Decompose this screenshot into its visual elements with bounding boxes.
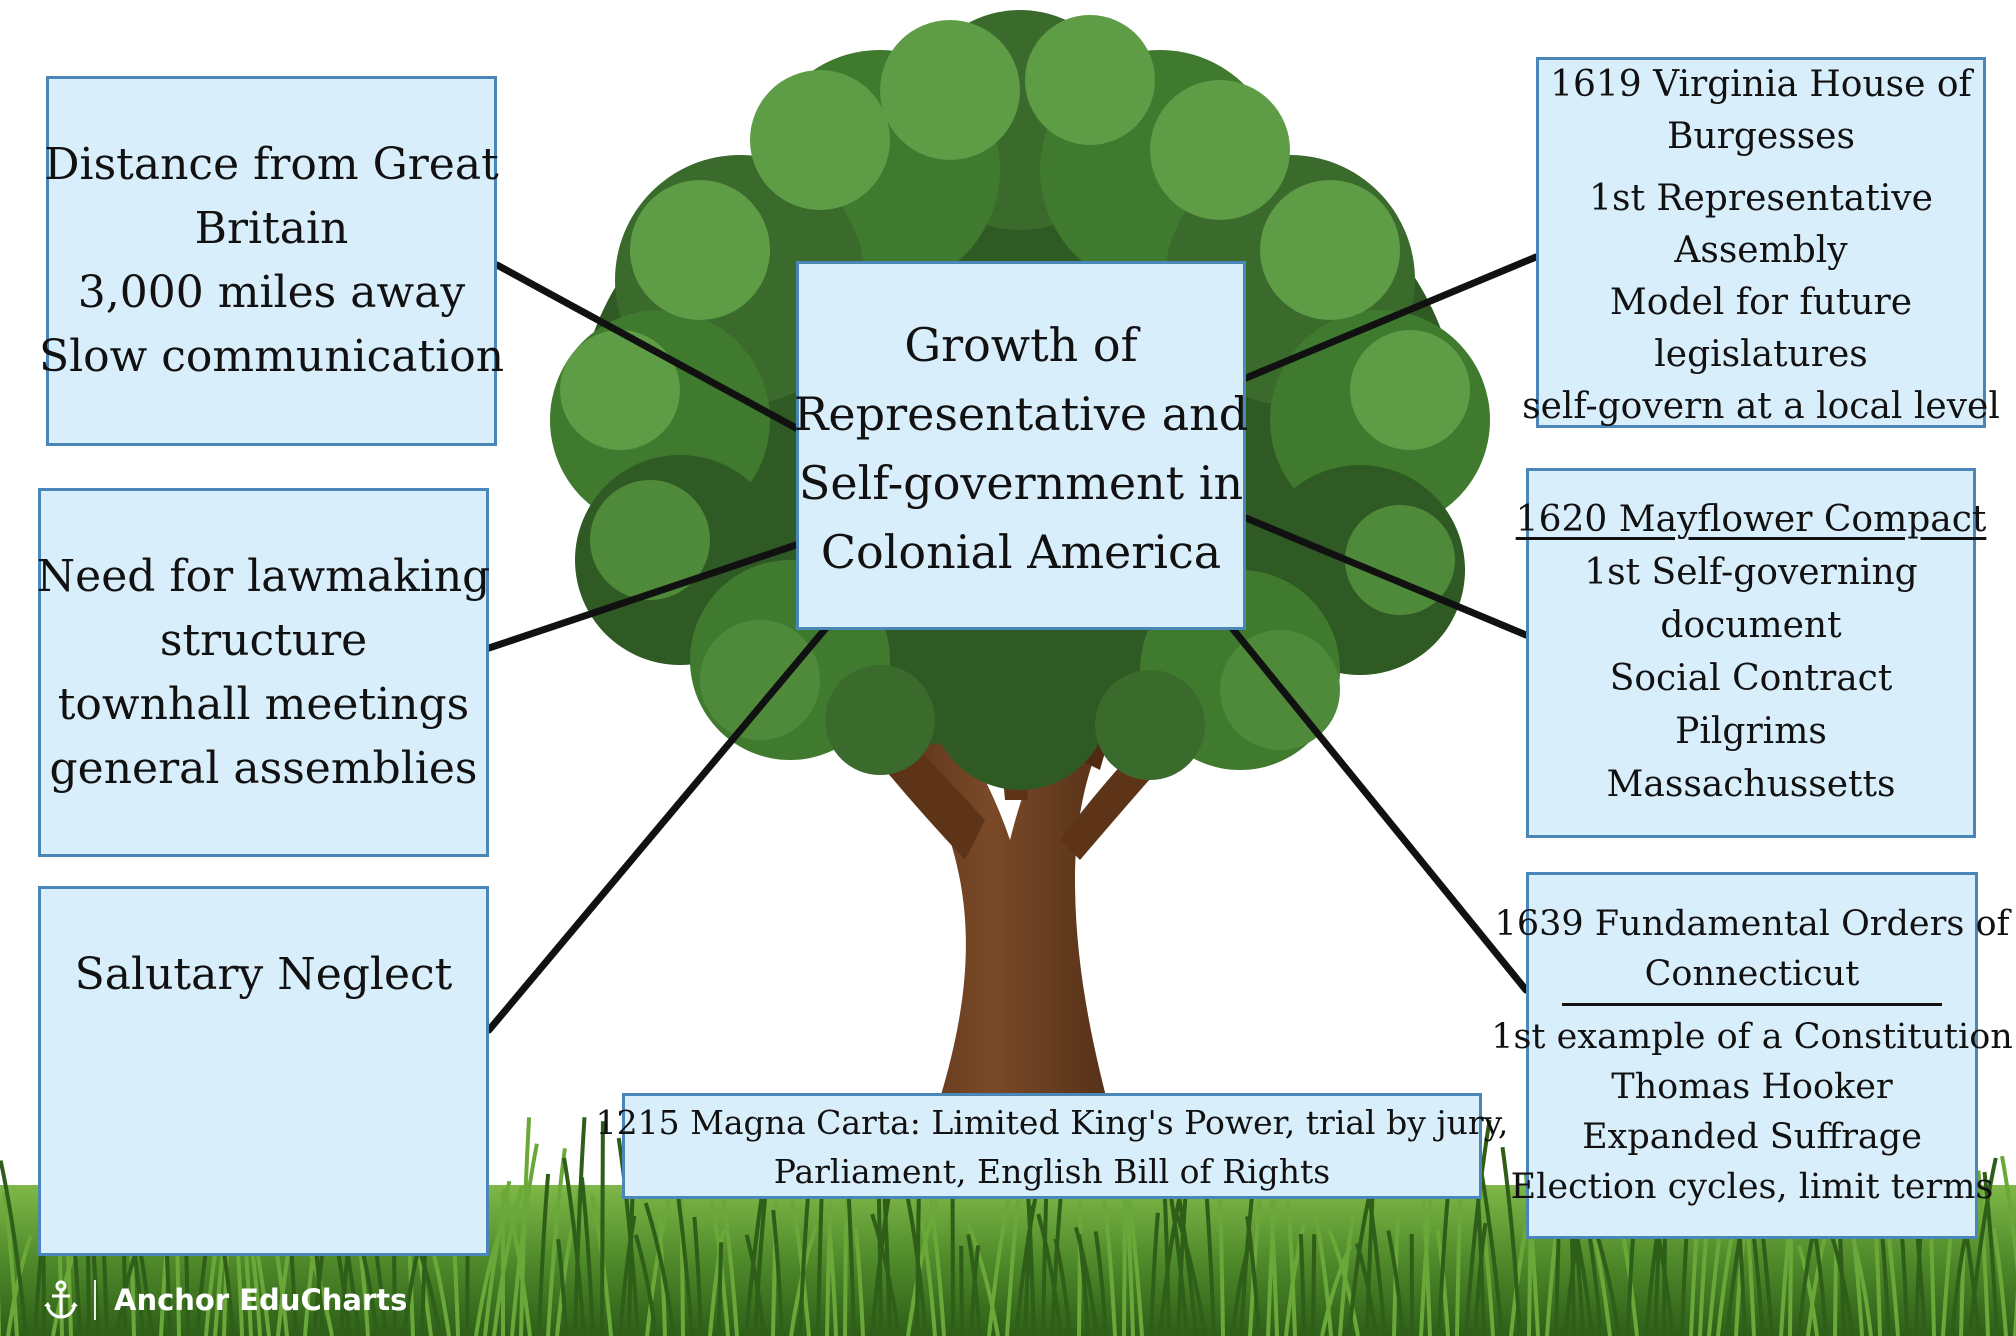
salutary-neglect-title: Salutary Neglect [74, 949, 453, 1000]
mayflower-line: Pilgrims [1675, 711, 1827, 752]
connecticut-line: Election cycles, limit terms [1510, 1167, 1994, 1207]
magna-carta-line: Parliament, English Bill of Rights [773, 1152, 1331, 1191]
center-title-line: Representative and [793, 386, 1249, 441]
mayflower-line: 1st Self-governing [1584, 552, 1918, 593]
connecticut-heading: Connecticut [1644, 954, 1860, 994]
distance-box: Distance from Great Britain 3,000 miles … [39, 76, 504, 446]
virginia-heading: Burgesses [1667, 115, 1855, 157]
brand-name: Anchor EduCharts [114, 1283, 408, 1317]
center-title-line: Self-government in [798, 455, 1244, 510]
center-title-line: Colonial America [820, 524, 1222, 579]
lawmaking-line: Need for lawmaking [36, 550, 491, 602]
mayflower-box: 1620 Mayflower Compact 1st Self-governin… [1516, 468, 1986, 838]
lawmaking-line: general assemblies [49, 742, 478, 794]
brand-divider [94, 1280, 96, 1320]
heading-divider [1562, 1003, 1942, 1006]
center-title-box: Growth of Representative and Self-govern… [793, 261, 1249, 630]
anchor-icon [44, 1280, 78, 1319]
mayflower-line: document [1660, 605, 1842, 646]
mayflower-line: Social Contract [1609, 658, 1893, 699]
mayflower-line: Massachussetts [1606, 764, 1896, 805]
center-title-line: Growth of [904, 317, 1138, 372]
distance-line: Distance from Great [44, 139, 499, 190]
connecticut-line: Thomas Hooker [1611, 1067, 1893, 1107]
connecticut-heading: 1639 Fundamental Orders of [1494, 904, 2010, 944]
lawmaking-line: townhall meetings [57, 678, 470, 730]
virginia-line: 1st Representative [1589, 177, 1933, 219]
virginia-line: Model for future [1609, 281, 1913, 323]
salutary-neglect-box: Salutary Neglect [38, 886, 489, 1256]
distance-line: 3,000 miles away [77, 267, 466, 318]
virginia-heading: 1619 Virginia House of [1550, 63, 1972, 105]
connecticut-line: Expanded Suffrage [1582, 1117, 1922, 1157]
virginia-line: Assembly [1674, 229, 1848, 271]
magna-carta-line: 1215 Magna Carta: Limited King's Power, … [595, 1103, 1509, 1142]
magna-carta-box: 1215 Magna Carta: Limited King's Power, … [596, 1093, 1508, 1199]
mayflower-heading: 1620 Mayflower Compact [1515, 499, 1987, 540]
connecticut-box: 1639 Fundamental Orders of Connecticut 1… [1491, 872, 2013, 1239]
distance-line: Britain [194, 203, 349, 254]
lawmaking-box: Need for lawmaking structure townhall me… [36, 488, 491, 857]
lawmaking-line: structure [159, 614, 368, 666]
connector-lines [485, 253, 1540, 1034]
virginia-line: self-govern at a local level [1522, 385, 2000, 427]
virginia-line: legislatures [1654, 333, 1868, 375]
brand-logo: Anchor EduCharts [44, 1280, 407, 1320]
virginia-box: 1619 Virginia House of Burgesses 1st Rep… [1522, 57, 2000, 428]
distance-line: Slow communication [38, 331, 505, 382]
connecticut-line: 1st example of a Constitution [1491, 1017, 2013, 1057]
